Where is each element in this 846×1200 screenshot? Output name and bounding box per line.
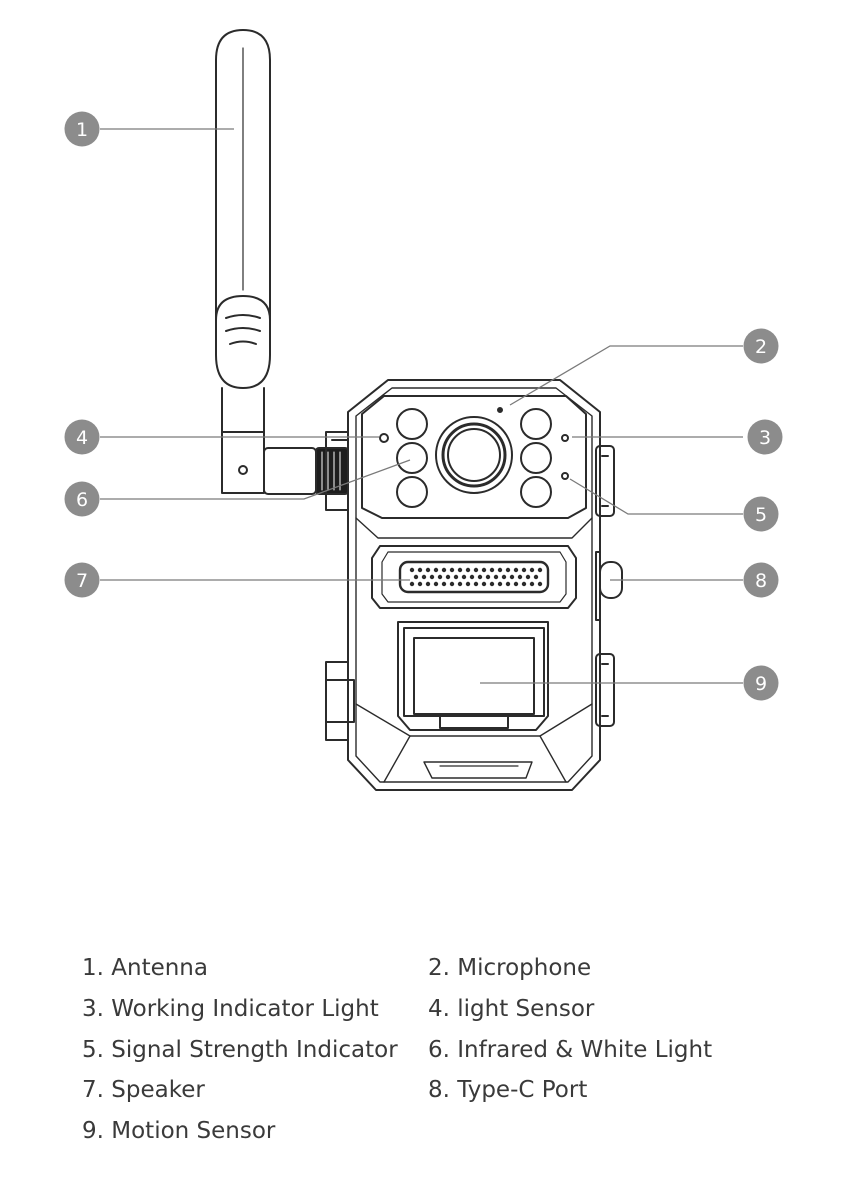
callout-number: 5 [755, 504, 767, 526]
right-strap-top [595, 445, 615, 517]
speaker [371, 545, 577, 609]
legend-item-infrared-white-light: 6. Infrared & White Light [428, 1036, 713, 1063]
legend-item-light-sensor: 4. light Sensor [428, 995, 595, 1022]
callout-number: 7 [76, 570, 88, 592]
right-strap-bottom [595, 653, 615, 727]
callout-number: 4 [76, 427, 88, 449]
camera-diagram: 1 2 3 4 5 6 7 8 9 [64, 29, 783, 791]
left-bracket-top [325, 431, 349, 511]
legend-item-antenna: 1. Antenna [82, 955, 208, 981]
legend-item-working-indicator-light: 3. Working Indicator Light [82, 995, 379, 1022]
working-indicator-dot [561, 434, 569, 442]
leader-line-5 [569, 478, 743, 515]
callout-badge-9: 9 [743, 665, 779, 701]
callout-number: 1 [76, 119, 88, 141]
ir-led-array [396, 408, 552, 508]
callout-number: 3 [759, 427, 771, 449]
camera-body [347, 379, 601, 791]
microphone-dot [497, 407, 503, 413]
leader-line-6 [100, 459, 411, 500]
antenna [215, 29, 349, 495]
legend-item-motion-sensor: 9. Motion Sensor [82, 1118, 276, 1145]
signal-indicator-dot [561, 472, 569, 480]
callout-number: 8 [755, 570, 767, 592]
legend-item-type-c-port: 8. Type-C Port [428, 1077, 588, 1104]
callout-badge-2: 2 [743, 328, 779, 364]
legend-item-speaker: 7. Speaker [82, 1077, 205, 1104]
lens [435, 416, 513, 494]
legend-item-signal-strength-indicator: 5. Signal Strength Indicator [82, 1036, 398, 1063]
callout-number: 2 [755, 336, 767, 358]
left-bracket-bottom [325, 661, 355, 741]
callout-badge-8: 8 [743, 562, 779, 598]
callout-badge-5: 5 [743, 496, 779, 532]
light-sensor-dot [379, 433, 389, 443]
callout-badge-3: 3 [747, 419, 783, 455]
legend-item-microphone: 2. Microphone [428, 955, 592, 981]
motion-sensor [397, 621, 549, 731]
callout-badge-4: 4 [64, 419, 100, 455]
callout-badge-6: 6 [64, 481, 100, 517]
legend: 1. Antenna 2. Microphone 3. Working Indi… [82, 948, 782, 1152]
callout-number: 6 [76, 489, 88, 511]
callout-badge-7: 7 [64, 562, 100, 598]
callout-badge-1: 1 [64, 111, 100, 147]
callout-number: 9 [755, 673, 767, 695]
leader-line-2 [509, 345, 743, 406]
